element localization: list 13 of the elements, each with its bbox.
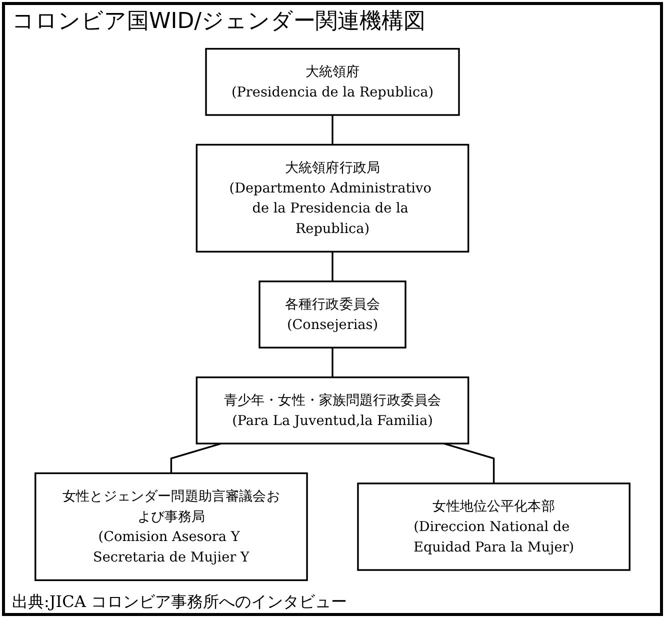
node-box: 青少年・女性・家族問題行政委員会(Para La Juventud,la Familia) bbox=[196, 376, 470, 444]
connector bbox=[332, 115, 334, 145]
connector bbox=[332, 252, 334, 282]
node-box: 女性地位公平化本部 (Direccion National de Equidad Para la Mujer) bbox=[357, 482, 630, 571]
connector bbox=[170, 442, 222, 474]
node-box: 大統領府 (Presidencia de la Republica) bbox=[205, 48, 460, 116]
connector bbox=[332, 348, 334, 378]
source-caption: 出典:JICA コロンビア事務所へのインタビュー bbox=[12, 592, 348, 613]
node-box: 女性とジェンダー問題助言審議会および事務局 (Comision Asesora Y Secretaria de Mujier Y bbox=[34, 472, 308, 582]
connector bbox=[444, 442, 495, 484]
node-box: 大統領府行政局 (Departmento Administrativo de la Presidencia de la Republica) bbox=[196, 144, 470, 253]
diagram-title: コロンビア国WID/ジェンダー関連機構図 bbox=[12, 8, 426, 36]
node-box: 各種行政委員会 (Consejerias) bbox=[258, 280, 406, 348]
